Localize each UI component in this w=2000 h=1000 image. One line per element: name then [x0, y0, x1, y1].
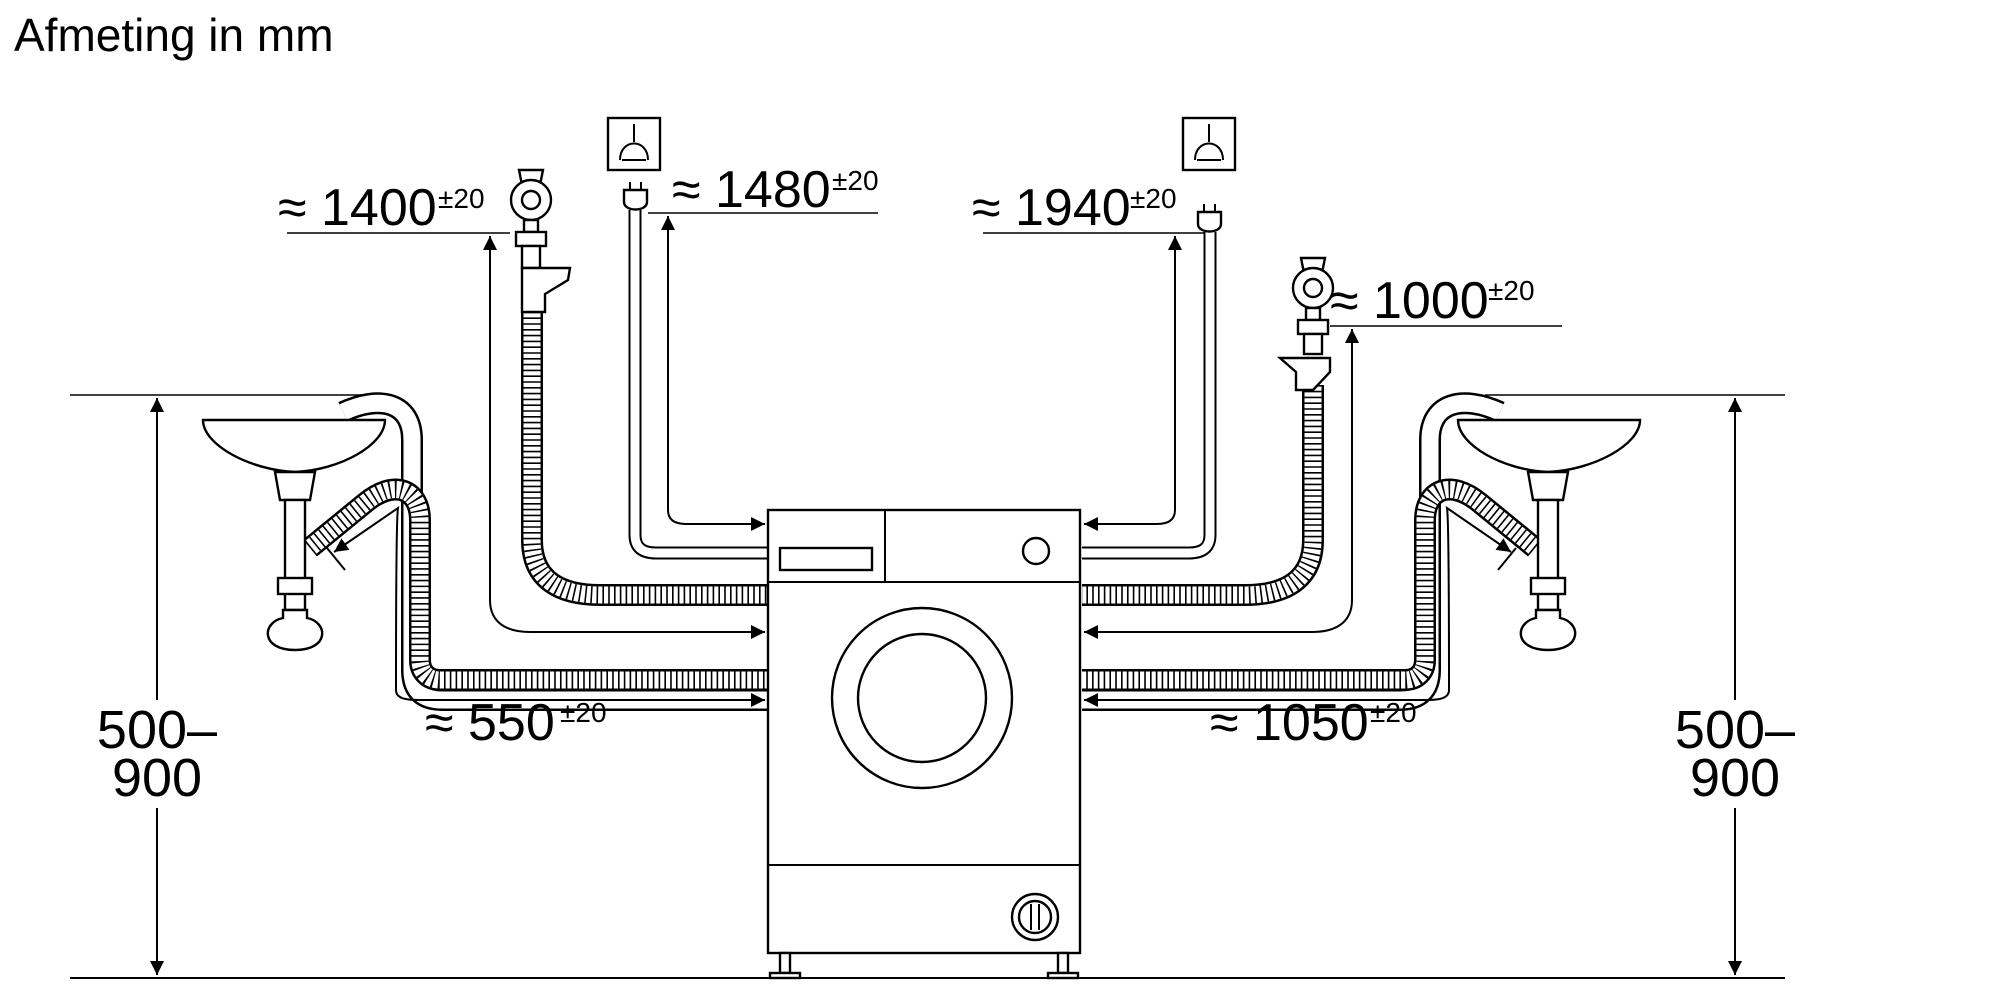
- door-glass: [856, 632, 988, 764]
- height-left-line1: 500–: [97, 700, 217, 760]
- program-knob: [1021, 536, 1051, 566]
- power-cable-right: [1082, 232, 1217, 560]
- dimension-inlet-right: ≈ 1000: [1330, 272, 1489, 330]
- earthed-socket-icon: [606, 116, 662, 172]
- height-right-line1: 500–: [1675, 700, 1795, 760]
- arrow-drain-right: [1084, 505, 1512, 707]
- height-left-line2: 900: [112, 748, 202, 808]
- arrow-cable-left: [661, 216, 765, 531]
- tolerance-drain-left: ±20: [560, 697, 607, 728]
- water-tap-icon: [1276, 256, 1335, 392]
- dimension-cable-right: ≈ 1940: [972, 179, 1131, 237]
- power-plug-icon: [1196, 204, 1223, 233]
- water-tap-icon: [509, 168, 572, 314]
- tolerance-cable-left: ±20: [832, 165, 879, 196]
- power-cable-left: [628, 210, 768, 560]
- sink-icon: [201, 418, 387, 652]
- sink-icon: [1456, 418, 1642, 652]
- tolerance-inlet-right: ±20: [1488, 275, 1535, 306]
- tolerance-inlet-left: ±20: [438, 183, 485, 214]
- detergent-drawer: [778, 546, 874, 572]
- arrow-drain-left: [333, 505, 765, 707]
- tolerance-drain-right: ±20: [1370, 697, 1417, 728]
- dimension-cable-left: ≈ 1480: [672, 161, 831, 219]
- washing-machine-icon: [766, 508, 1082, 980]
- dimension-drain-left: ≈ 550: [425, 694, 555, 752]
- inlet-hose-right: [1082, 385, 1324, 606]
- tolerance-cable-right: ±20: [1130, 183, 1177, 214]
- diagram-title: Afmeting in mm: [14, 9, 334, 61]
- height-dimension-right: 500– 900: [1675, 398, 1795, 975]
- arrow-cable-right: [1084, 236, 1182, 531]
- height-right-line2: 900: [1690, 748, 1780, 808]
- height-dimension-left: 500– 900: [97, 398, 217, 975]
- earthed-socket-icon: [1181, 116, 1237, 172]
- dimension-drain-right: ≈ 1050: [1210, 694, 1369, 752]
- dimension-inlet-left: ≈ 1400: [278, 179, 437, 237]
- power-plug-icon: [622, 182, 649, 211]
